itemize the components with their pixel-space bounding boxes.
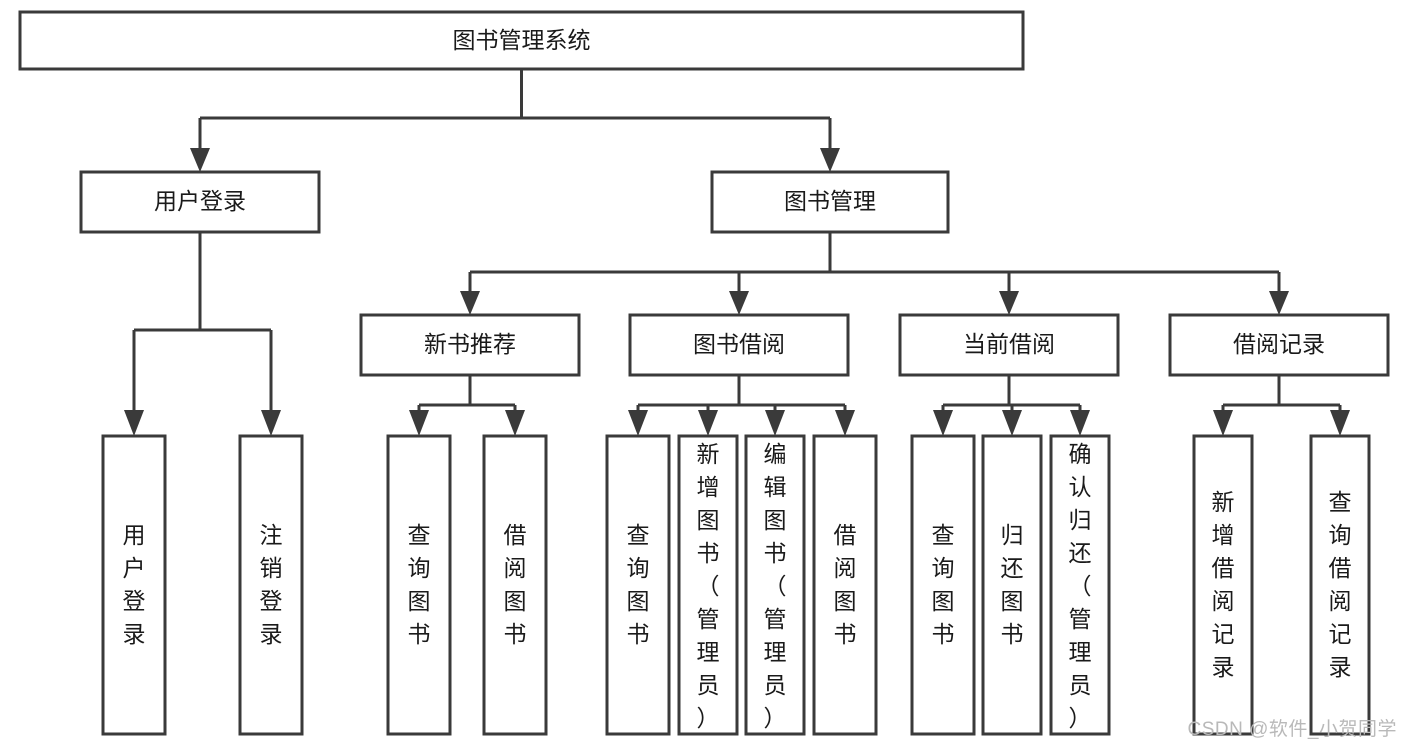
- node-book-management[interactable]: 图书管理: [710, 170, 950, 234]
- leaf-node-box[interactable]: [238, 434, 304, 736]
- node-user-login-label: 用户登录: [154, 188, 246, 214]
- csdn-watermark: CSDN @软件_小贺同学: [1187, 719, 1397, 740]
- arrow-head-user-login: [190, 148, 210, 172]
- arrow-head-book-manage: [820, 148, 840, 172]
- leaf-node-box[interactable]: [482, 434, 548, 736]
- node-book-management-box[interactable]: [710, 170, 950, 234]
- node-borrow-record-label: 借阅记录: [1233, 331, 1325, 357]
- arrow-head-leaf-edit-book: [765, 410, 785, 436]
- node-borrow-record[interactable]: 借阅记录: [1168, 313, 1390, 377]
- arrow-head-leaf-user-login: [124, 410, 144, 436]
- leaf-node-box[interactable]: [1309, 434, 1371, 736]
- leaf-node[interactable]: 查询图书: [605, 434, 671, 736]
- leaf-node-label: 编辑图书（管理员）: [764, 441, 787, 731]
- leaf-node[interactable]: 查询图书: [386, 434, 452, 736]
- arrow-head-leaf-borrow-book-2: [835, 410, 855, 436]
- leaf-node-box[interactable]: [812, 434, 878, 736]
- arrow-head-book-borrow: [729, 291, 749, 315]
- leaf-node[interactable]: 归还图书: [981, 434, 1043, 736]
- arrow-head-new-book-rec: [460, 291, 480, 315]
- leaf-node[interactable]: 编辑图书（管理员）: [744, 434, 806, 736]
- leaf-node[interactable]: 确认归还（管理员）: [1049, 434, 1111, 736]
- leaf-node-label: 注销登录: [260, 522, 283, 647]
- leaf-node-label: 新增借阅记录: [1212, 489, 1235, 680]
- arrow-head-leaf-query-book-3: [933, 410, 953, 436]
- node-book-borrow-box[interactable]: [628, 313, 850, 377]
- leaf-node[interactable]: 查询图书: [910, 434, 976, 736]
- arrow-head-leaf-add-book: [698, 410, 718, 436]
- node-current-borrow-label: 当前借阅: [963, 331, 1055, 357]
- node-root-system[interactable]: 图书管理系统: [18, 10, 1025, 71]
- node-new-book-recommend[interactable]: 新书推荐: [359, 313, 581, 377]
- leaf-node-box[interactable]: [386, 434, 452, 736]
- arrow-head-leaf-query-record: [1330, 410, 1350, 436]
- leaf-node-label: 查询借阅记录: [1329, 489, 1352, 680]
- node-current-borrow-box[interactable]: [898, 313, 1120, 377]
- arrow-head-borrow-record: [1269, 291, 1289, 315]
- leaf-node[interactable]: 用户登录: [101, 434, 167, 736]
- leaf-node-label: 确认归还（管理员）: [1069, 441, 1092, 731]
- leaf-node-label: 借阅图书: [504, 522, 527, 647]
- node-user-login-box[interactable]: [79, 170, 321, 234]
- arrow-head-leaf-add-record: [1213, 410, 1233, 436]
- leaf-node[interactable]: 查询借阅记录: [1309, 434, 1371, 736]
- arrow-head-leaf-query-book-2: [628, 410, 648, 436]
- node-book-borrow[interactable]: 图书借阅: [628, 313, 850, 377]
- leaf-node-box[interactable]: [981, 434, 1043, 736]
- leaf-node-box[interactable]: [910, 434, 976, 736]
- leaf-node-box[interactable]: [101, 434, 167, 736]
- leaf-node-label: 查询图书: [627, 522, 650, 647]
- node-user-login[interactable]: 用户登录: [79, 170, 321, 234]
- arrow-head-leaf-return-book: [1002, 410, 1022, 436]
- leaf-node-box[interactable]: [605, 434, 671, 736]
- leaf-node[interactable]: 注销登录: [238, 434, 304, 736]
- leaf-node-label: 用户登录: [123, 522, 146, 647]
- leaf-node[interactable]: 新增图书（管理员）: [677, 434, 739, 736]
- leaf-node-box[interactable]: [1192, 434, 1254, 736]
- arrow-head-leaf-query-book-1: [409, 410, 429, 436]
- leaf-node[interactable]: 借阅图书: [482, 434, 548, 736]
- node-borrow-record-box[interactable]: [1168, 313, 1390, 377]
- node-current-borrow[interactable]: 当前借阅: [898, 313, 1120, 377]
- node-new-book-recommend-label: 新书推荐: [424, 331, 516, 357]
- node-root-system-label: 图书管理系统: [453, 27, 591, 53]
- arrow-head-leaf-borrow-book-1: [505, 410, 525, 436]
- leaf-node-label: 查询图书: [408, 522, 431, 647]
- leaf-node-label: 查询图书: [932, 522, 955, 647]
- node-new-book-recommend-box[interactable]: [359, 313, 581, 377]
- arrow-head-current-borrow: [999, 291, 1019, 315]
- node-root-system-box[interactable]: [18, 10, 1025, 71]
- arrow-head-leaf-user-logout: [261, 410, 281, 436]
- leaf-node-label: 新增图书（管理员）: [697, 441, 720, 731]
- leaf-node-box[interactable]: [744, 434, 806, 736]
- leaf-node-label: 借阅图书: [834, 522, 857, 647]
- leaf-node[interactable]: 新增借阅记录: [1192, 434, 1254, 736]
- connector-layer: [124, 69, 1350, 436]
- leaf-node[interactable]: 借阅图书: [812, 434, 878, 736]
- arrow-head-leaf-confirm-return: [1070, 410, 1090, 436]
- node-book-management-label: 图书管理: [784, 188, 876, 214]
- node-book-borrow-label: 图书借阅: [693, 331, 785, 357]
- leaf-node-box[interactable]: [1049, 434, 1111, 736]
- leaf-node-label: 归还图书: [1001, 522, 1024, 647]
- leaf-node-layer: 用户登录 注销登录 查询图书 借阅图书 查询图书 新增图书（管理员） 编辑图书（管理员） 借阅…: [101, 434, 1371, 736]
- leaf-node-box[interactable]: [677, 434, 739, 736]
